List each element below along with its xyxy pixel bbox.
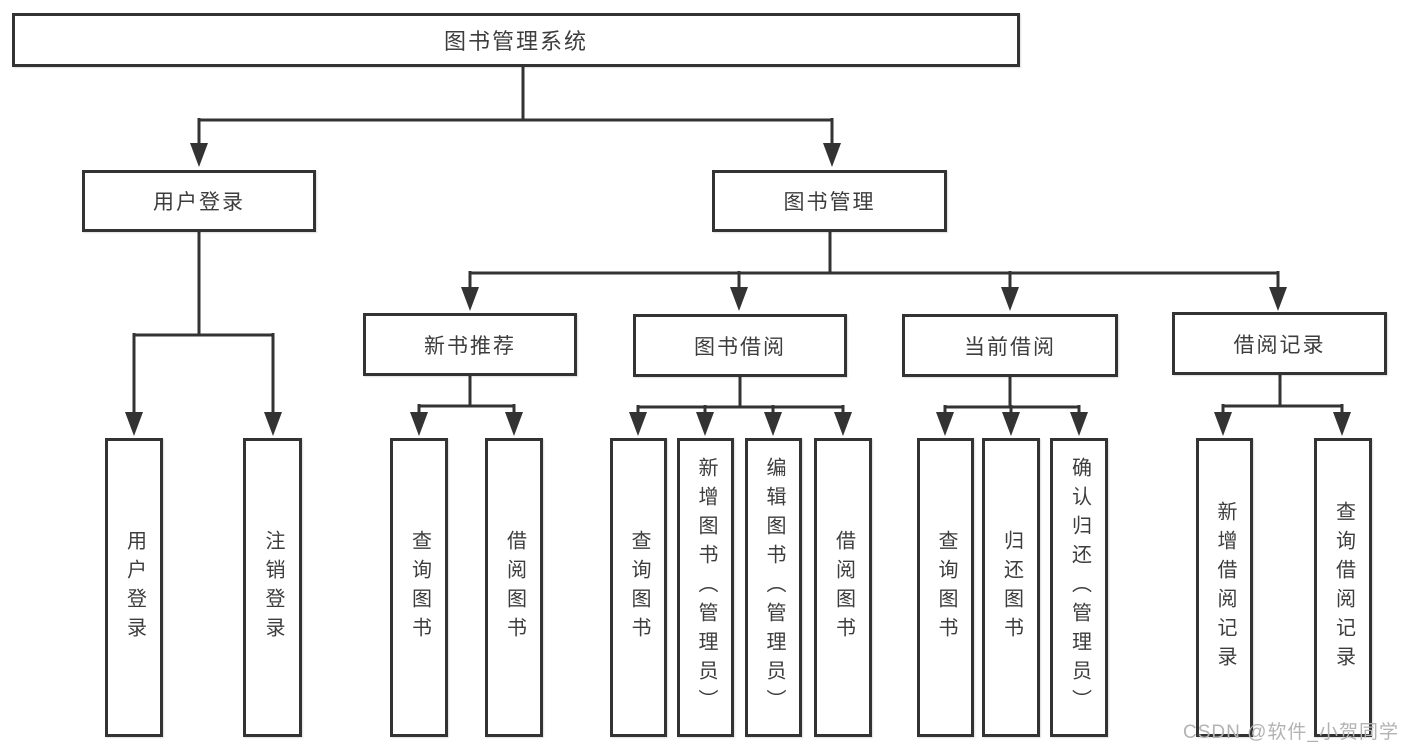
leaf-add-book-admin: 新增图书（管理员） [677,438,734,737]
leaf-borrow-books-label: 借阅图书 [832,529,855,646]
leaf-query-books-recommend-label: 查询图书 [408,529,431,646]
node-book-borrow: 图书借阅 [633,314,847,377]
leaf-confirm-return-admin: 确认归还（管理员） [1050,438,1108,737]
node-current-borrow-label: 当前借阅 [964,335,1056,359]
arrowheads [125,143,1351,436]
leaf-user-login-label: 用户登录 [123,529,146,646]
csdn-watermark: CSDN @软件_小贺同学 [1183,722,1399,743]
node-user-login: 用户登录 [82,170,316,232]
node-borrow-records-label: 借阅记录 [1233,333,1326,357]
leaf-return-books-label: 归还图书 [1000,529,1023,646]
leaf-edit-book-admin-label: 编辑图书（管理员） [763,457,785,718]
node-book-borrow-label: 图书借阅 [694,335,786,359]
leaf-add-borrow-record-label: 新增借阅记录 [1214,500,1236,675]
leaf-add-book-admin-label: 新增图书（管理员） [695,457,717,718]
leaf-query-books-borrow: 查询图书 [610,438,667,737]
leaf-query-books-recommend: 查询图书 [390,438,448,737]
leaf-query-books-borrow-label: 查询图书 [628,529,650,646]
leaf-query-borrow-record: 查询借阅记录 [1314,438,1372,737]
node-borrow-records: 借阅记录 [1172,312,1387,375]
leaf-user-login: 用户登录 [105,438,163,737]
node-new-book-recommend-label: 新书推荐 [424,334,516,358]
leaf-return-books: 归还图书 [982,438,1040,737]
leaf-borrow-books-recommend: 借阅图书 [485,438,543,737]
leaf-query-books-current: 查询图书 [917,438,974,737]
leaf-logout-label: 注销登录 [262,529,284,646]
node-current-borrow: 当前借阅 [902,314,1118,377]
leaf-logout: 注销登录 [243,438,302,737]
leaf-edit-book-admin: 编辑图书（管理员） [745,438,802,737]
leaf-query-borrow-record-label: 查询借阅记录 [1332,500,1355,675]
node-system-root-label: 图书管理系统 [443,29,588,54]
leaf-confirm-return-admin-label: 确认归还（管理员） [1068,457,1091,718]
leaf-borrow-books: 借阅图书 [814,438,872,737]
node-user-login-label: 用户登录 [153,191,245,214]
node-system-root: 图书管理系统 [12,13,1020,67]
leaf-query-books-current-label: 查询图书 [935,529,957,646]
leaf-borrow-books-recommend-label: 借阅图书 [503,529,526,646]
node-new-book-recommend: 新书推荐 [363,313,577,376]
leaf-add-borrow-record: 新增借阅记录 [1196,438,1253,737]
node-book-management-label: 图书管理 [783,191,876,214]
node-book-management: 图书管理 [712,170,947,232]
